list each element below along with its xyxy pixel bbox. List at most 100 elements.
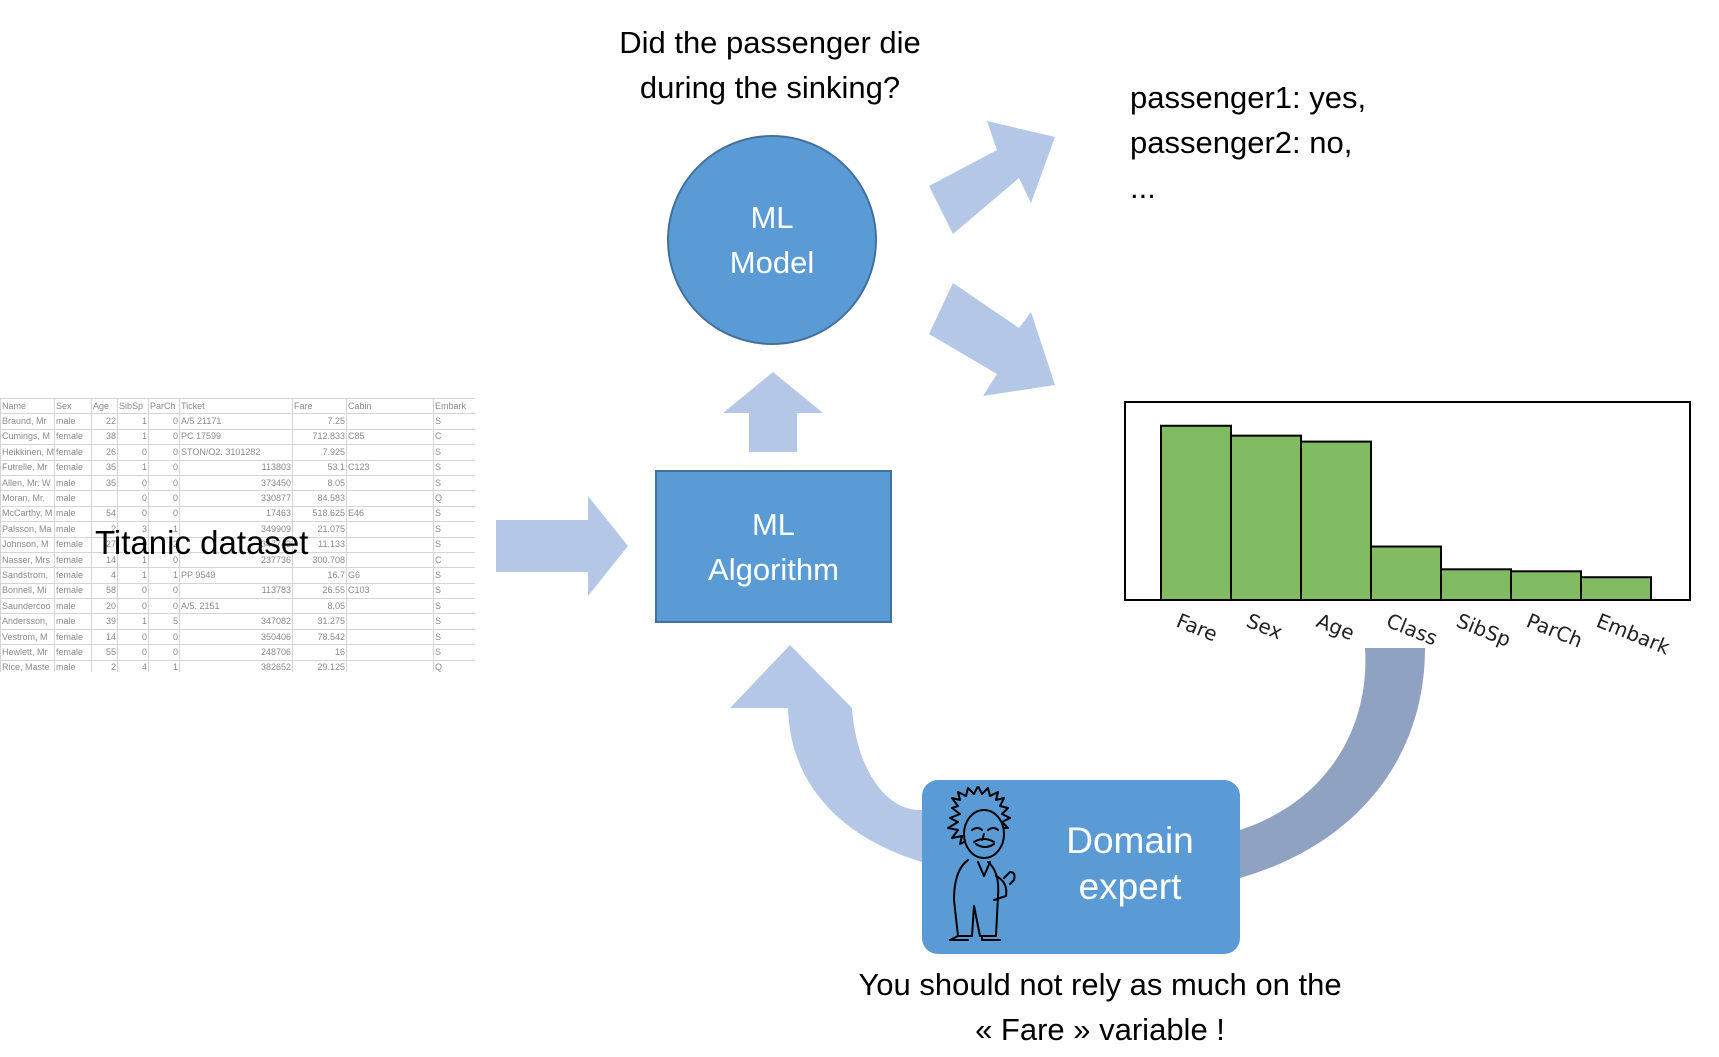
spreadsheet-cell: Bonnell, Mi (0, 582, 55, 600)
tick-label-sibsp: SibSp (1453, 608, 1514, 651)
spreadsheet-cell: 5 (148, 613, 180, 630)
spreadsheet-cell: S (433, 459, 475, 476)
predictions-text: passenger1: yes, passenger2: no, ... (1130, 75, 1366, 210)
arrow-expert-to-algorithm (788, 708, 922, 862)
arrow-expert-to-algorithm-head (730, 645, 852, 708)
spreadsheet-cell: 0 (117, 444, 149, 461)
spreadsheet-cell: male (54, 613, 92, 630)
spreadsheet-cell: female (54, 567, 92, 584)
spreadsheet-cell: 382652 (179, 659, 293, 672)
spreadsheet-cell: Johnson, M (0, 536, 55, 553)
tick-label-class: Class (1383, 608, 1441, 650)
spreadsheet-cell: A/5. 2151 (179, 598, 293, 615)
domain-expert-line-2: expert (1078, 866, 1182, 907)
spreadsheet-cell: 0 (117, 628, 149, 646)
domain-expert-line-1: Domain (1066, 820, 1194, 861)
spreadsheet-cell: 2 (91, 659, 118, 672)
spreadsheet-cell: C103 (346, 582, 434, 600)
spreadsheet-cell: S (433, 444, 475, 461)
spreadsheet-cell: 26 (91, 444, 118, 461)
ml-model-node: ML Model (667, 135, 877, 345)
spreadsheet-cell: E46 (346, 505, 434, 523)
spreadsheet-cell: 22 (91, 413, 118, 430)
spreadsheet-header-cell: Age (91, 398, 118, 415)
bar-sibsp (1440, 568, 1512, 601)
spreadsheet-cell: male (54, 490, 92, 507)
prediction-line-1: passenger1: yes, (1130, 80, 1367, 115)
spreadsheet-cell: C123 (346, 459, 434, 476)
spreadsheet-cell: male (54, 413, 92, 430)
spreadsheet-cell (346, 659, 434, 672)
spreadsheet-cell: Q (433, 659, 475, 672)
spreadsheet-cell (346, 644, 434, 661)
spreadsheet-cell (346, 598, 434, 615)
spreadsheet-header-cell: Sex (54, 398, 92, 415)
ml-model-line-1: ML (750, 200, 794, 235)
spreadsheet-cell: 4 (91, 567, 118, 584)
ml-algorithm-node: ML Algorithm (655, 470, 892, 623)
question-text: Did the passenger die during the sinking… (560, 20, 980, 110)
spreadsheet-cell: C85 (346, 428, 434, 446)
spreadsheet-cell: 38 (91, 428, 118, 446)
spreadsheet-cell: 712.833 (292, 428, 347, 446)
arrow-dataset-to-algorithm (496, 496, 628, 596)
spreadsheet-cell: 8.05 (292, 598, 347, 615)
prediction-line-3: ... (1130, 170, 1156, 205)
spreadsheet-cell: Futrelle, Mr (0, 459, 55, 476)
spreadsheet-cell: 39 (91, 613, 118, 630)
spreadsheet-cell: S (433, 628, 475, 646)
spreadsheet-cell: 55 (91, 644, 118, 661)
arrow-model-to-predictions (929, 121, 1055, 234)
spreadsheet-cell: 330877 (179, 490, 293, 507)
spreadsheet-cell: Cumings, M (0, 428, 55, 446)
spreadsheet-cell: Moran, Mr. (0, 490, 55, 507)
domain-expert-node (922, 780, 1240, 954)
bar-age (1300, 440, 1372, 601)
spreadsheet-cell (346, 551, 434, 569)
spreadsheet-cell: 7.25 (292, 413, 347, 430)
spreadsheet-cell: 0 (148, 474, 180, 492)
spreadsheet-cell: female (54, 428, 92, 446)
spreadsheet-cell: PP 9549 (179, 567, 293, 584)
spreadsheet-cell: PC 17599 (179, 428, 293, 446)
spreadsheet-cell: Braund, Mr (0, 413, 55, 430)
spreadsheet-cell: female (54, 444, 92, 461)
spreadsheet-cell: S (433, 536, 475, 553)
spreadsheet-cell: C (433, 428, 475, 446)
spreadsheet-header-cell: ParCh (148, 398, 180, 415)
spreadsheet-cell: male (54, 521, 92, 538)
spreadsheet-cell: 347082 (179, 613, 293, 630)
spreadsheet-cell: 8.05 (292, 474, 347, 492)
spreadsheet-cell: 58 (91, 582, 118, 600)
spreadsheet-cell: Rice, Maste (0, 659, 55, 672)
spreadsheet-cell: 0 (148, 444, 180, 461)
spreadsheet-cell: S (433, 582, 475, 600)
bar-parch (1510, 570, 1582, 601)
tick-label-fare: Fare (1173, 608, 1221, 646)
spreadsheet-cell: S (433, 613, 475, 630)
spreadsheet-cell: 248706 (179, 644, 293, 661)
spreadsheet-cell: 1 (117, 567, 149, 584)
spreadsheet-cell: 0 (148, 413, 180, 430)
arrow-chart-to-expert (1240, 648, 1425, 878)
spreadsheet-cell: 0 (117, 474, 149, 492)
spreadsheet-header-cell: Embark (433, 398, 475, 415)
spreadsheet-cell: S (433, 413, 475, 430)
spreadsheet-cell: S (433, 644, 475, 661)
tick-label-age: Age (1313, 608, 1358, 645)
spreadsheet-cell: STON/O2. 3101282 (179, 444, 293, 461)
spreadsheet-cell: Saundercoo (0, 598, 55, 615)
spreadsheet-cell: S (433, 598, 475, 615)
spreadsheet-cell: 0 (117, 598, 149, 615)
